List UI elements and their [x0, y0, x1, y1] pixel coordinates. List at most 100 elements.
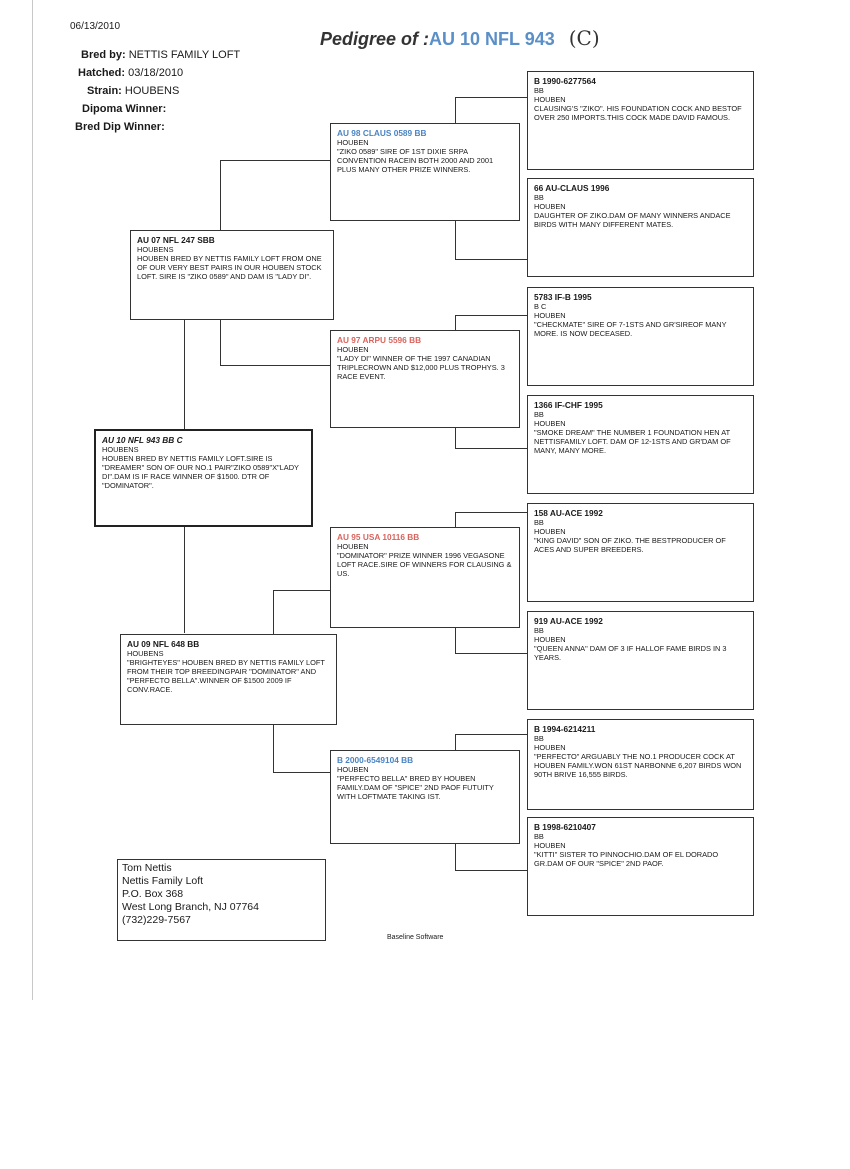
contact-name: Tom Nettis — [122, 862, 172, 874]
dam-box: AU 09 NFL 648 BB HOUBENS "BRIGHTEYES" HO… — [120, 634, 337, 725]
great-grandparent-notes: "CHECKMATE" SIRE OF 7-1STS AND GR'SIREOF… — [534, 320, 727, 338]
grandparent-strain: HOUBEN — [337, 765, 369, 774]
great-grandparent-color: BB — [534, 86, 544, 95]
grandparent-box-2: AU 97 ARPU 5596 BB HOUBEN "LADY DI" WINN… — [330, 330, 520, 428]
sire-box: AU 07 NFL 247 SBB HOUBENS HOUBEN BRED BY… — [130, 230, 334, 320]
bred-by-value: NETTIS FAMILY LOFT — [128, 49, 241, 61]
grandparent-notes: "ZIKO 0589" SIRE OF 1ST DIXIE SRPA CONVE… — [337, 147, 494, 174]
great-grandparent-box-6: 919 AU-ACE 1992 BB HOUBEN "QUEEN ANNA" D… — [527, 611, 754, 710]
great-grandparent-notes: "SMOKE DREAM" THE NUMBER 1 FOUNDATION HE… — [534, 428, 731, 455]
great-grandparent-id: B 1998-6210407 — [534, 822, 596, 832]
connector — [273, 772, 330, 773]
subject-notes: HOUBEN BRED BY NETTIS FAMILY LOFT.SIRE I… — [102, 454, 299, 490]
great-grandparent-color: B C — [534, 302, 547, 311]
connector — [455, 97, 527, 98]
connector — [455, 315, 527, 316]
great-grandparent-notes: DAUGHTER OF ZIKO.DAM OF MANY WINNERS AND… — [534, 211, 731, 229]
connector — [455, 512, 527, 513]
connector — [455, 734, 456, 750]
connector — [184, 320, 185, 430]
strain-label: Strain: — [87, 85, 122, 97]
grandparent-strain: HOUBEN — [337, 345, 369, 354]
great-grandparent-notes: CLAUSING'S "ZIKO". HIS FOUNDATION COCK A… — [534, 104, 742, 122]
contact-box: Tom Nettis Nettis Family Loft P.O. Box 3… — [117, 859, 326, 941]
grandparent-id: AU 97 ARPU 5596 BB — [337, 335, 422, 345]
dam-notes: "BRIGHTEYES" HOUBEN BRED BY NETTIS FAMIL… — [127, 658, 325, 694]
connector — [455, 844, 456, 870]
hatched-label: Hatched: — [78, 67, 126, 79]
connector — [220, 160, 221, 230]
title-prefix: Pedigree of : — [320, 29, 430, 49]
great-grandparent-color: BB — [534, 518, 544, 527]
great-grandparent-box-2: 66 AU-CLAUS 1996 BB HOUBEN DAUGHTER OF Z… — [527, 178, 754, 277]
great-grandparent-strain: HOUBEN — [534, 311, 566, 320]
contact-loft: Nettis Family Loft — [122, 875, 204, 887]
great-grandparent-id: 919 AU-ACE 1992 — [534, 616, 603, 626]
connector — [455, 628, 456, 653]
sire-id: AU 07 NFL 247 SBB — [137, 235, 215, 245]
great-grandparent-strain: HOUBEN — [534, 635, 566, 644]
grandparent-id: AU 95 USA 10116 BB — [337, 532, 420, 542]
great-grandparent-notes: "QUEEN ANNA" DAM OF 3 IF HALLOF FAME BIR… — [534, 644, 727, 662]
great-grandparent-strain: HOUBEN — [534, 95, 566, 104]
great-grandparent-id: 158 AU-ACE 1992 — [534, 508, 603, 518]
print-date: 06/13/2010 — [70, 21, 121, 32]
subject-id: AU 10 NFL 943 BB C — [102, 435, 183, 445]
great-grandparent-color: BB — [534, 832, 544, 841]
connector — [455, 315, 456, 330]
great-grandparent-strain: HOUBEN — [534, 419, 566, 428]
diploma-row: Dipoma Winner: — [82, 103, 166, 115]
connector — [455, 448, 527, 449]
great-grandparent-strain: HOUBEN — [534, 841, 566, 850]
page-title: Pedigree of :AU 10 NFL 943(C) — [320, 26, 600, 50]
great-grandparent-box-3: 5783 IF-B 1995 B C HOUBEN "CHECKMATE" SI… — [527, 287, 754, 386]
connector — [184, 527, 185, 633]
connector — [220, 365, 330, 366]
grandparent-strain: HOUBEN — [337, 138, 369, 147]
connector — [455, 870, 527, 871]
great-grandparent-id: B 1994-6214211 — [534, 724, 596, 734]
sire-notes: HOUBEN BRED BY NETTIS FAMILY LOFT FROM O… — [137, 254, 322, 281]
grandparent-box-4: B 2000-6549104 BB HOUBEN "PERFECTO BELLA… — [330, 750, 520, 844]
strain-row: Strain: HOUBENS — [87, 85, 179, 97]
great-grandparent-color: BB — [534, 410, 544, 419]
subject-box: AU 10 NFL 943 BB C HOUBENS HOUBEN BRED B… — [94, 429, 313, 527]
contact-phone: (732)229-7567 — [122, 914, 191, 926]
bred-by-row: Bred by: NETTIS FAMILY LOFT — [81, 49, 240, 61]
hatched-value: 03/18/2010 — [128, 67, 184, 79]
connector — [273, 725, 274, 772]
grandparent-box-3: AU 95 USA 10116 BB HOUBEN "DOMINATOR" PR… — [330, 527, 520, 628]
great-grandparent-box-1: B 1990-6277564 BB HOUBEN CLAUSING'S "ZIK… — [527, 71, 754, 170]
great-grandparent-strain: HOUBEN — [534, 743, 566, 752]
bred-dip-label: Bred Dip Winner: — [75, 121, 165, 133]
great-grandparent-color: BB — [534, 626, 544, 635]
page-edge — [32, 0, 33, 1000]
connector — [455, 428, 456, 448]
great-grandparent-id: B 1990-6277564 — [534, 76, 596, 86]
strain-value: HOUBENS — [124, 85, 180, 97]
subject-strain: HOUBENS — [102, 445, 139, 454]
bred-dip-row: Bred Dip Winner: — [75, 121, 165, 133]
great-grandparent-color: BB — [534, 193, 544, 202]
grandparent-notes: "LADY DI" WINNER OF THE 1997 CANADIAN TR… — [337, 354, 505, 381]
grandparent-notes: "DOMINATOR" PRIZE WINNER 1996 VEGASONE L… — [337, 551, 512, 578]
hatched-row: Hatched: 03/18/2010 — [78, 67, 183, 79]
grandparent-notes: "PERFECTO BELLA" BRED BY HOUBEN FAMILY.D… — [337, 774, 494, 801]
great-grandparent-notes: "KING DAVID" SON OF ZIKO. THE BESTPRODUC… — [534, 536, 726, 554]
connector — [273, 590, 274, 634]
great-grandparent-id: 1366 IF-CHF 1995 — [534, 400, 603, 410]
great-grandparent-box-7: B 1994-6214211 BB HOUBEN "PERFECTO" ARGU… — [527, 719, 754, 810]
subject-id-mark: C — [176, 435, 183, 445]
dam-strain: HOUBENS — [127, 649, 164, 658]
connector — [455, 221, 456, 259]
connector — [273, 590, 330, 591]
footer-software: Baseline Software — [387, 934, 444, 941]
great-grandparent-notes: "KITTI" SISTER TO PINNOCHIO.DAM OF EL DO… — [534, 850, 719, 868]
contact-address-line-1: P.O. Box 368 — [122, 888, 184, 900]
great-grandparent-box-4: 1366 IF-CHF 1995 BB HOUBEN "SMOKE DREAM"… — [527, 395, 754, 494]
great-grandparent-color: BB — [534, 734, 544, 743]
connector — [455, 653, 527, 654]
title-handwritten-mark: (C) — [568, 26, 600, 50]
connector — [455, 512, 456, 527]
diploma-label: Dipoma Winner: — [82, 103, 167, 115]
